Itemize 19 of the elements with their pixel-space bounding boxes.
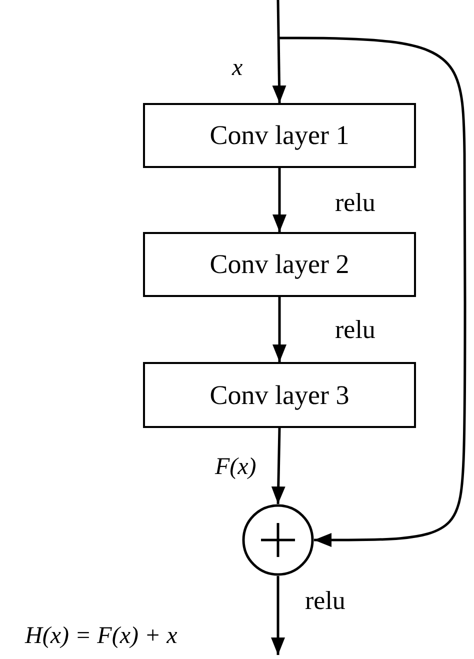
arrow <box>272 168 286 232</box>
layer-box <box>143 232 416 297</box>
arrow <box>271 428 286 504</box>
skip-connection-arrow <box>278 36 466 547</box>
edge-label: relu <box>305 586 346 616</box>
layer-name: Conv layer 3 <box>210 380 350 410</box>
edge-label: x <box>232 54 243 83</box>
edge-label: relu <box>335 188 376 218</box>
layer-box <box>143 103 416 168</box>
layer-box <box>143 362 416 428</box>
arrow <box>271 576 285 655</box>
layer-name: Conv layer 2 <box>210 249 350 280</box>
layer-name: Conv layer 1 <box>210 120 350 151</box>
arrow <box>272 297 286 362</box>
arrow <box>272 0 286 104</box>
sum-circle <box>242 504 314 576</box>
edge-label: relu <box>335 315 376 345</box>
equation-label: H(x) = F(x) + x <box>25 622 178 651</box>
edge-label: F(x) <box>215 453 256 482</box>
